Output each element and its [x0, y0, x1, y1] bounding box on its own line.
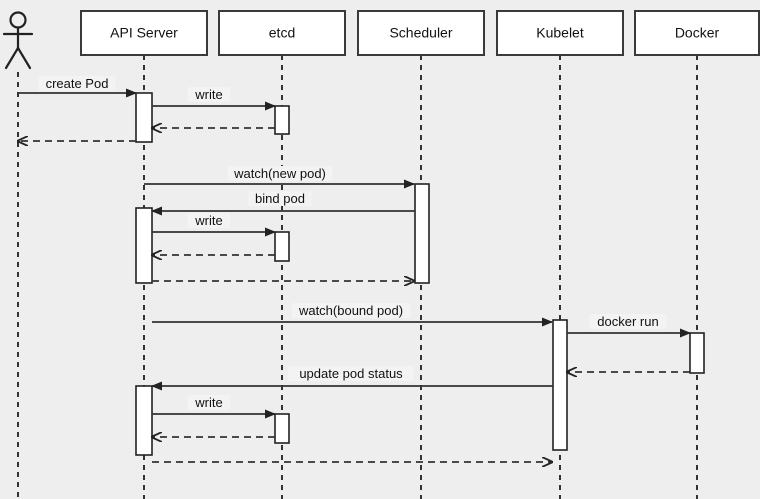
activation-api-server-1[interactable]	[135, 92, 153, 143]
participants-layer: API Server etcd Scheduler Kubelet Docker	[80, 10, 760, 499]
actor-leg-left	[4, 46, 20, 70]
participant-box-etcd[interactable]	[218, 10, 346, 56]
participant-box-kubelet[interactable]	[496, 10, 624, 56]
msg-write-3[interactable]: write	[152, 395, 276, 419]
msg-watch-bound-pod-label: watch(bound pod)	[298, 303, 403, 318]
msg-bind-pod[interactable]: bind pod	[151, 191, 415, 216]
participant-label-kubelet: Kubelet	[536, 25, 584, 41]
msg-watch-new-pod-label: watch(new pod)	[233, 166, 326, 181]
msg-create-pod[interactable]: create Pod	[18, 76, 137, 98]
msg-create-pod-label-bg	[38, 76, 116, 91]
activations-layer	[135, 92, 705, 456]
activation-api-server-2[interactable]	[135, 207, 153, 284]
msg-watch-new-pod-label-bg	[227, 166, 333, 181]
msg-write-2-label: write	[194, 213, 222, 228]
actor-head-icon	[9, 11, 27, 29]
msg-docker-run-label-bg	[589, 314, 667, 329]
participant-box-api-server[interactable]	[80, 10, 208, 56]
actor-leg-right	[16, 46, 32, 70]
activation-etcd-2[interactable]	[274, 231, 290, 262]
msg-write-1[interactable]: write	[152, 87, 276, 111]
activation-etcd-1[interactable]	[274, 105, 290, 135]
participant-label-scheduler: Scheduler	[389, 25, 452, 41]
msg-write-2[interactable]: write	[152, 213, 276, 237]
messages-layer: create Pod write watch(new pod) bind pod wri…	[18, 76, 691, 462]
activation-etcd-3[interactable]	[274, 413, 290, 444]
activation-api-server-3[interactable]	[135, 385, 153, 456]
activation-docker-1[interactable]	[689, 332, 705, 374]
msg-docker-run[interactable]: docker run	[567, 314, 691, 338]
participant-scheduler[interactable]: Scheduler	[357, 10, 485, 499]
activation-kubelet-1[interactable]	[552, 319, 568, 451]
msg-update-pod-status-label-bg	[288, 366, 414, 381]
msg-bind-pod-label-bg	[248, 191, 312, 206]
msg-write-3-label: write	[194, 395, 222, 410]
msg-write-1-label: write	[194, 87, 222, 102]
activation-scheduler-1[interactable]	[414, 183, 430, 284]
msg-watch-bound-pod-label-bg	[291, 303, 411, 318]
participant-label-api-server: API Server	[110, 25, 178, 41]
msg-update-pod-status[interactable]: update pod status	[151, 366, 553, 391]
msg-write-1-label-bg	[187, 87, 231, 102]
participant-box-docker[interactable]	[634, 10, 760, 56]
msg-docker-run-label: docker run	[597, 314, 658, 329]
participant-docker[interactable]: Docker	[634, 10, 760, 499]
msg-watch-new-pod[interactable]: watch(new pod)	[144, 166, 415, 189]
participant-label-etcd: etcd	[269, 25, 295, 41]
msg-bind-pod-label: bind pod	[255, 191, 305, 206]
participant-label-docker: Docker	[675, 25, 720, 41]
msg-create-pod-label: create Pod	[46, 76, 109, 91]
msg-watch-bound-pod[interactable]: watch(bound pod)	[152, 303, 553, 327]
msg-write-3-label-bg	[187, 395, 231, 410]
participant-box-scheduler[interactable]	[357, 10, 485, 56]
msg-update-pod-status-label: update pod status	[299, 366, 403, 381]
msg-write-2-label-bg	[187, 213, 231, 228]
